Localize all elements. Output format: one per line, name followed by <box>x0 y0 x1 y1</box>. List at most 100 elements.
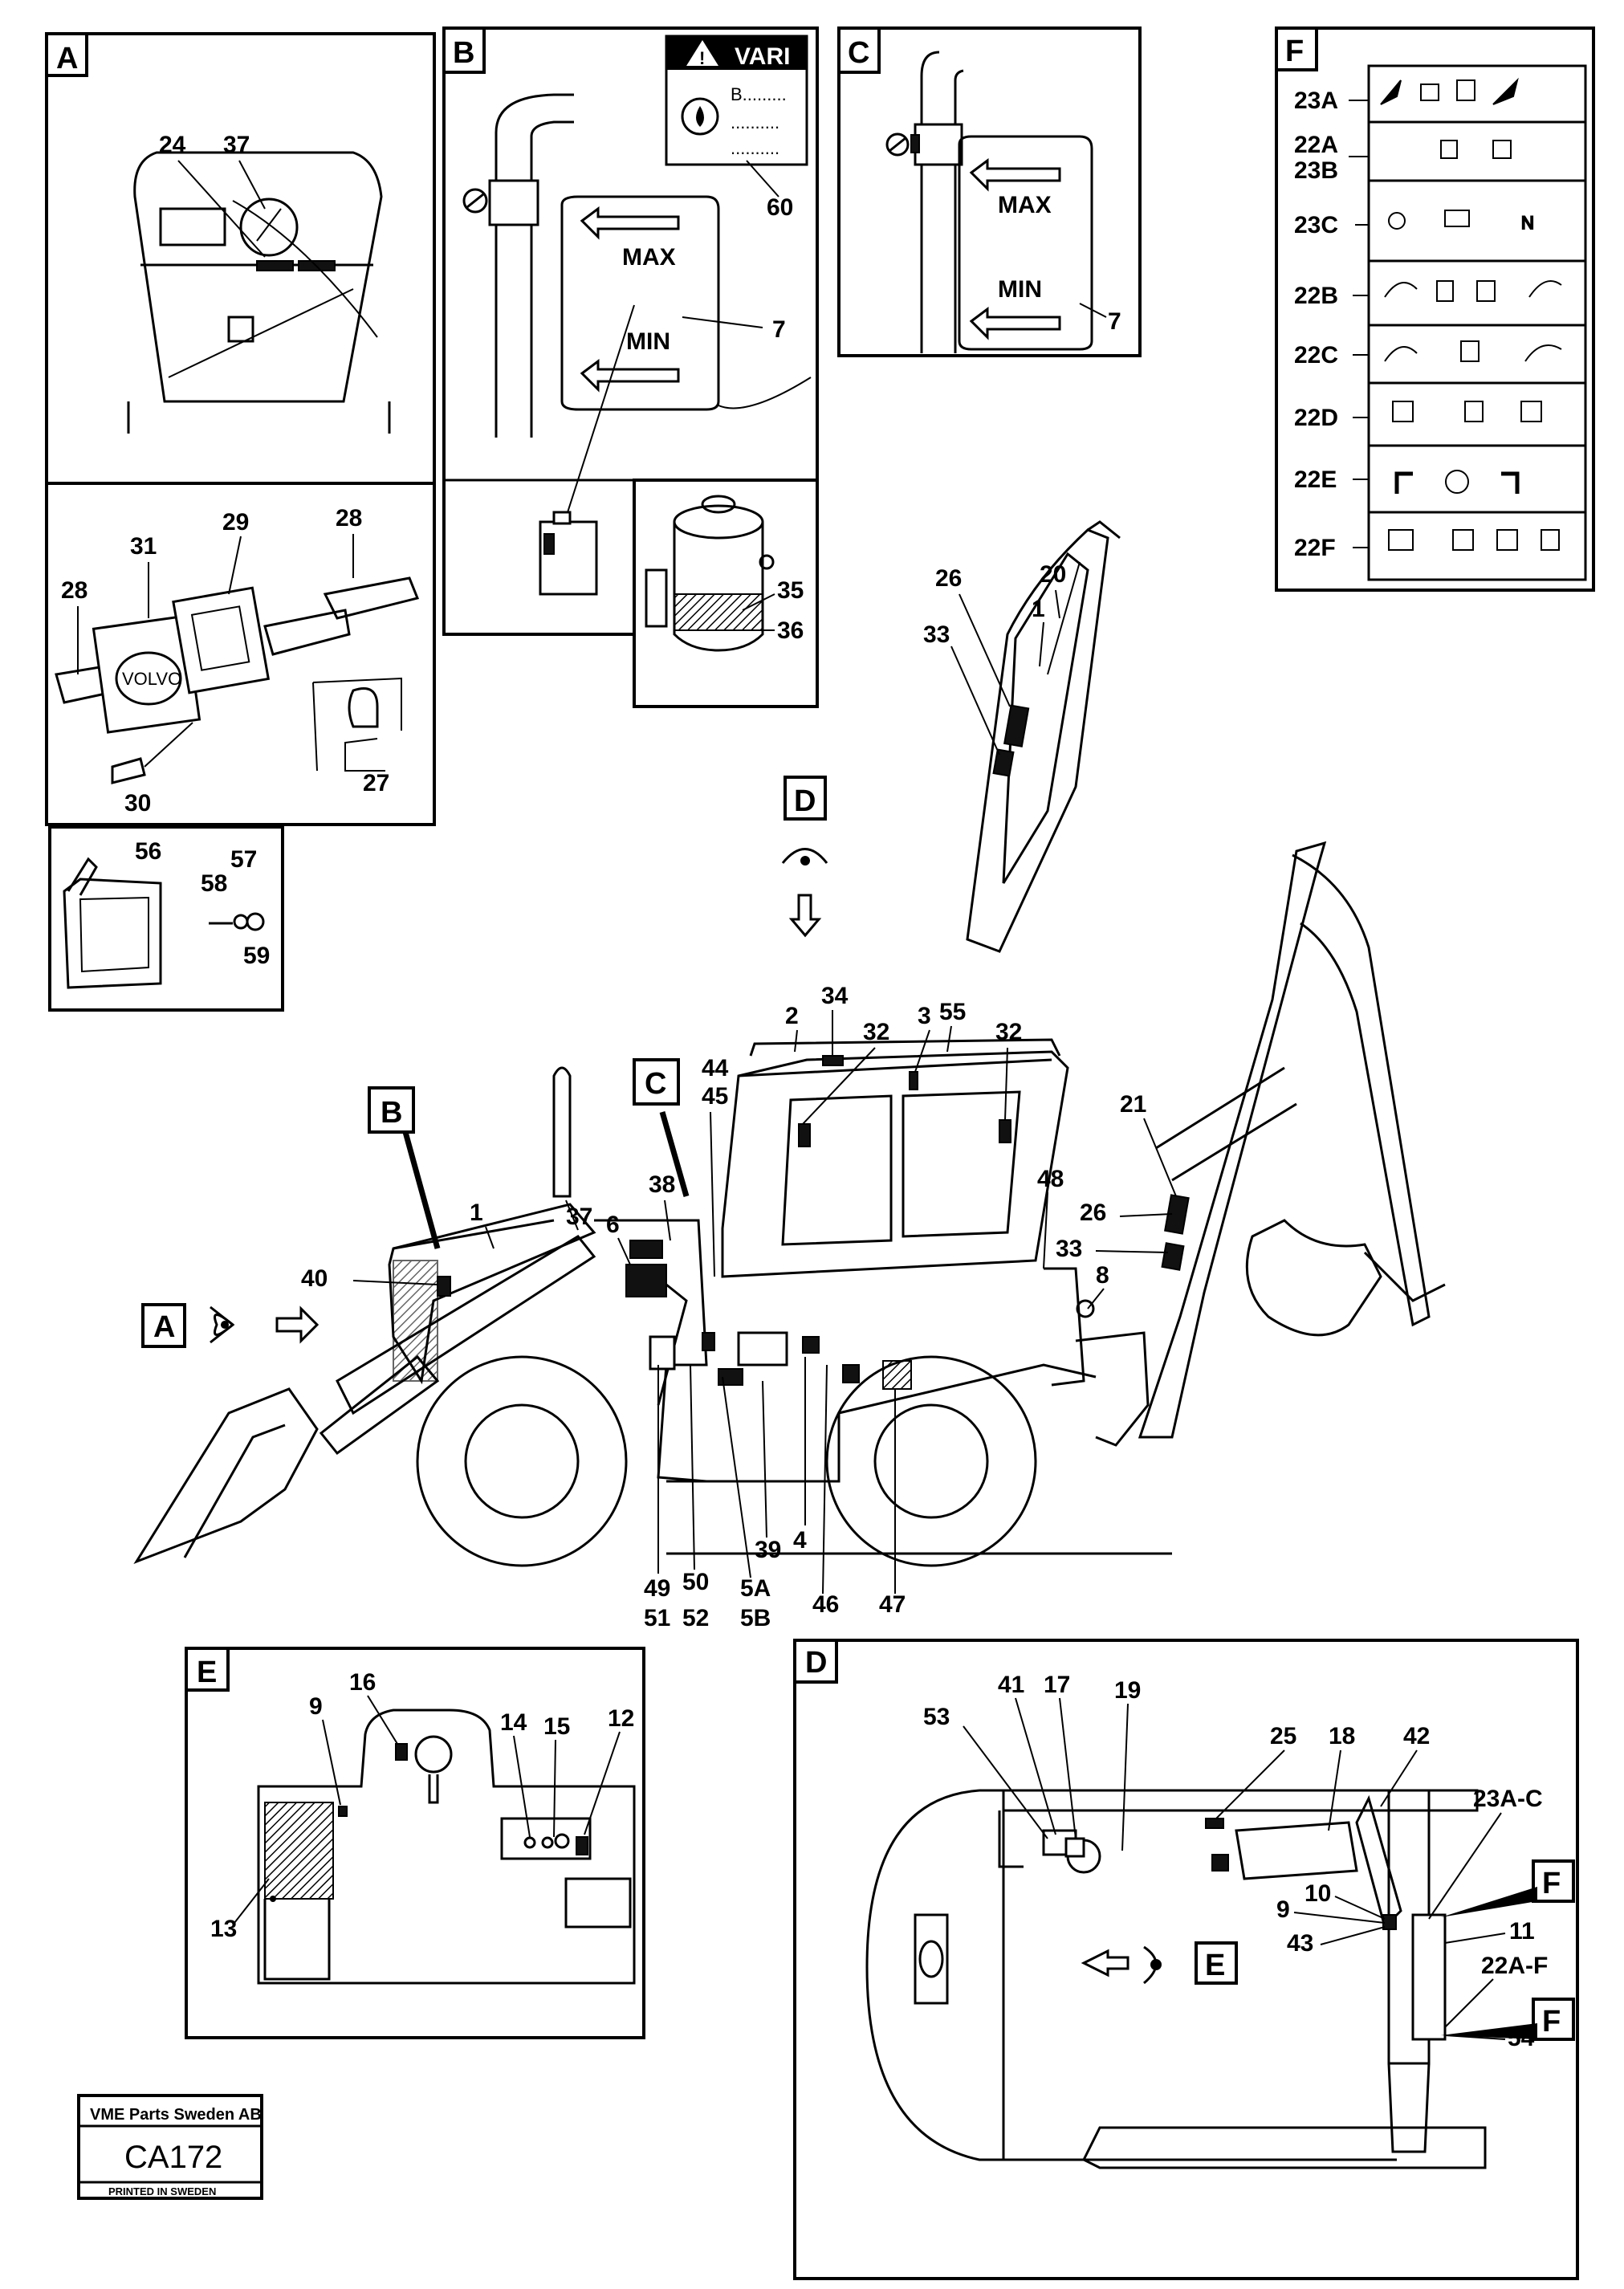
callout-34: 34 <box>821 983 849 1009</box>
panel-a-letter: A <box>56 42 78 75</box>
f-row-22f: 22F <box>1294 535 1336 561</box>
callout-32a: 32 <box>863 1019 889 1045</box>
callout-16: 16 <box>349 1669 376 1696</box>
f-row-23c: 23C <box>1294 212 1338 238</box>
svg-text:N: N <box>1521 213 1534 233</box>
panel-a-plate: 56 57 58 59 <box>48 825 284 1012</box>
level-max-c: MAX <box>998 192 1052 218</box>
view-d-marker: D <box>781 776 828 938</box>
callout-28b: 28 <box>336 505 362 532</box>
callout-14: 14 <box>500 1709 527 1736</box>
view-a-box: A <box>141 1303 320 1348</box>
f-row-22c: 22C <box>1294 342 1338 369</box>
front-wheel <box>416 1355 628 1567</box>
callout-50: 50 <box>682 1569 709 1595</box>
callout-51: 51 <box>644 1605 670 1631</box>
callout-21: 21 <box>1120 1091 1146 1118</box>
flag-f-bottom: F <box>1542 2005 1561 2039</box>
callout-37: 37 <box>223 132 250 158</box>
svg-text:VOLVO: VOLVO <box>122 669 181 689</box>
callout-49: 49 <box>644 1575 670 1602</box>
callout-33-detail: 33 <box>923 621 950 648</box>
callout-30: 30 <box>124 790 151 817</box>
callout-54: 54 <box>1508 2025 1535 2051</box>
callout-37m: 37 <box>566 1204 592 1230</box>
f-row-22d: 22D <box>1294 405 1338 431</box>
panel-d-letter: D <box>805 1646 827 1680</box>
callout-58: 58 <box>201 870 227 897</box>
panel-c: C MAX MIN 7 <box>837 26 1142 357</box>
callout-1-detail: 1 <box>1032 596 1045 622</box>
callout-32b: 32 <box>995 1019 1022 1045</box>
callout-35: 35 <box>777 577 804 604</box>
callout-41: 41 <box>998 1672 1024 1698</box>
stamp-company: VME Parts Sweden AB <box>90 2106 262 2124</box>
panel-e-letter: E <box>197 1656 217 1689</box>
callout-36: 36 <box>777 617 804 644</box>
callout-26: 26 <box>1080 1199 1106 1226</box>
callout-4: 4 <box>793 1527 807 1554</box>
view-b-box: B <box>368 1086 415 1134</box>
callout-29: 29 <box>222 509 249 536</box>
callout-42: 42 <box>1403 1723 1430 1749</box>
callout-43: 43 <box>1287 1930 1313 1957</box>
backhoe-arm-detail: 26 33 20 1 <box>923 520 1121 953</box>
f-row-22e: 22E <box>1294 466 1337 493</box>
callout-47: 47 <box>879 1591 906 1618</box>
callout-23a-c: 23A-C <box>1473 1786 1543 1812</box>
flag-f-top: F <box>1542 1867 1561 1900</box>
callout-15: 15 <box>543 1713 570 1740</box>
level-max: MAX <box>622 244 676 271</box>
svg-text:C: C <box>645 1067 666 1101</box>
callout-17: 17 <box>1044 1672 1070 1698</box>
callout-44: 44 <box>702 1055 729 1081</box>
callout-5b: 5B <box>740 1605 771 1631</box>
callout-56: 56 <box>135 838 161 865</box>
panel-b: B ! VARI B......... .......... .........… <box>442 26 819 708</box>
callout-60: 60 <box>767 194 793 221</box>
callout-9d: 9 <box>1276 1896 1290 1923</box>
callout-57: 57 <box>230 846 257 873</box>
panel-b-letter: B <box>453 36 474 70</box>
svg-text:23B: 23B <box>1294 157 1338 184</box>
stamp-code: CA172 <box>124 2140 222 2175</box>
backhoe-loader: 1 2 3 4 5A 5B 6 8 26 33 21 32 32 34 55 4… <box>133 841 1446 1631</box>
svg-text:..........: .......... <box>731 138 779 158</box>
callout-28a: 28 <box>61 577 88 604</box>
callout-7c: 7 <box>1108 308 1121 335</box>
callout-22a-f: 22A-F <box>1481 1953 1548 1979</box>
callout-1: 1 <box>470 1199 483 1226</box>
callout-38: 38 <box>649 1171 675 1198</box>
callout-2: 2 <box>785 1003 799 1029</box>
level-min-c: MIN <box>998 276 1042 303</box>
panel-a-emblem: VOLVO 28 31 29 28 30 27 <box>45 482 436 826</box>
callout-11: 11 <box>1509 1918 1535 1945</box>
callout-26-detail: 26 <box>935 565 962 592</box>
view-c-box: C <box>633 1058 680 1106</box>
callout-8: 8 <box>1096 1262 1109 1289</box>
svg-text:..........: .......... <box>731 112 779 132</box>
panel-f: F 23A 22A 23B 23C 22B 22C 22D 22E 22F <box>1275 26 1595 592</box>
callout-9e: 9 <box>309 1693 323 1720</box>
panel-d: D E F F 53 41 17 19 25 <box>793 1639 1579 2280</box>
svg-text:E: E <box>1205 1949 1225 1982</box>
callout-40: 40 <box>301 1265 328 1292</box>
svg-text:!: ! <box>699 48 705 68</box>
callout-27: 27 <box>363 770 389 796</box>
callout-48: 48 <box>1037 1166 1064 1192</box>
panel-c-letter: C <box>848 36 869 70</box>
panel-a: A 24 37 <box>45 32 436 485</box>
svg-text:22A: 22A <box>1294 132 1338 158</box>
callout-45: 45 <box>702 1083 728 1110</box>
callout-59: 59 <box>243 943 270 969</box>
callout-12: 12 <box>608 1705 634 1732</box>
callout-7b: 7 <box>772 316 786 343</box>
rear-wheel <box>825 1355 1037 1567</box>
callout-46: 46 <box>812 1591 839 1618</box>
panel-e: E 16 9 14 15 12 13 <box>185 1647 645 2039</box>
callout-13: 13 <box>210 1916 237 1942</box>
callout-25: 25 <box>1270 1723 1296 1749</box>
level-min: MIN <box>626 328 670 355</box>
callout-10: 10 <box>1304 1880 1331 1907</box>
